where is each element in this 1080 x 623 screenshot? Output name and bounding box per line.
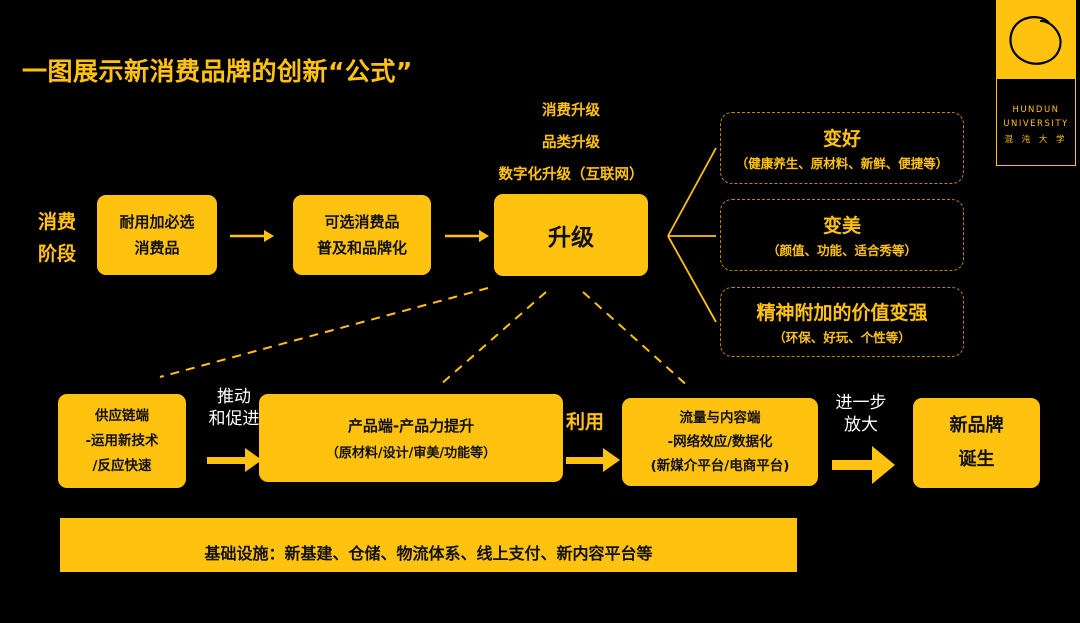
product-title: 产品端-产品力提升 — [347, 417, 475, 435]
upgrade-label-category: 品类升级 — [542, 135, 600, 151]
hundun-logo: HUNDUN UNIVERSITY 混 沌 大 学 — [996, 0, 1076, 166]
outcome-beautiful-title: 变美 — [822, 215, 861, 237]
upgrade-label-digital: 数字化升级（互联网） — [498, 167, 644, 183]
traffic-line1: 流量与内容端 — [679, 410, 761, 426]
push-label: 推动 和促进 — [202, 386, 266, 430]
flow-arrow-3 — [832, 446, 895, 484]
stage-box-optional: 可选消费品 普及和品牌化 — [293, 195, 431, 275]
upgrade-label-consumption: 消费升级 — [542, 103, 600, 119]
stage-label-line2: 阶段 — [38, 243, 77, 265]
stage-box-durable-line2: 消费品 — [134, 239, 180, 257]
use-label: 利用 — [566, 411, 605, 433]
stage-arrow-2 — [445, 230, 489, 242]
further-label-line1: 进一步 — [835, 393, 887, 413]
outcome-better-sub: （健康养生、原材料、新鲜、便捷等） — [735, 156, 949, 171]
infrastructure-text: 基础设施：新基建、仓储、物流体系、线上支付、新内容平台等 — [204, 544, 653, 563]
stage-label: 消费 阶段 — [38, 206, 76, 270]
product-box: 产品端-产品力提升 （原材料/设计/审美/功能等） — [259, 394, 563, 482]
supply-line3: /反应快速 — [92, 457, 152, 474]
stage-box-optional-line1: 可选消费品 — [324, 213, 400, 231]
supply-line2: -运用新技术 — [85, 432, 159, 449]
outcome-box-spiritual: 精神附加的价值变强 （环保、好玩、个性等） — [720, 287, 964, 357]
new-brand-box: 新品牌 诞生 — [913, 398, 1040, 488]
traffic-line3: (新媒介平台/电商平台) — [650, 458, 790, 474]
new-brand-line2: 诞生 — [958, 449, 995, 470]
upgrade-dashed-lines — [159, 287, 691, 389]
new-brand-line1: 新品牌 — [949, 415, 1004, 436]
stage-box-durable-line1: 耐用加必选 — [119, 213, 195, 231]
infrastructure-bar: 基础设施：新基建、仓储、物流体系、线上支付、新内容平台等 — [60, 518, 797, 572]
stage-box-durable: 耐用加必选 消费品 — [97, 195, 217, 275]
supply-line1: 供应链端 — [95, 407, 149, 424]
push-label-line2: 和促进 — [208, 409, 260, 429]
logo-text-line1: HUNDUN — [1012, 105, 1060, 115]
stage-arrow-1 — [230, 230, 274, 242]
outcome-box-better: 变好 （健康养生、原材料、新鲜、便捷等） — [720, 112, 964, 184]
outcome-spiritual-sub: （环保、好玩、个性等） — [773, 330, 911, 345]
logo-text-line3: 混 沌 大 学 — [1004, 135, 1068, 145]
outcome-box-beautiful: 变美 （颜值、功能、适合秀等） — [720, 199, 964, 271]
traffic-line2: -网络效应/数据化 — [667, 434, 773, 450]
traffic-content-box: 流量与内容端 -网络效应/数据化 (新媒介平台/电商平台) — [622, 398, 818, 486]
upgrade-box-label: 升级 — [548, 225, 594, 251]
flow-arrow-1 — [207, 448, 262, 472]
outcome-better-title: 变好 — [822, 128, 861, 150]
outcome-spiritual-title: 精神附加的价值变强 — [756, 302, 928, 324]
product-sub: （原材料/设计/审美/功能等） — [325, 446, 497, 461]
logo-text-line2: UNIVERSITY — [1003, 119, 1069, 129]
push-label-line1: 推动 — [217, 387, 251, 407]
logo-circle-icon — [997, 1, 1075, 79]
upgrade-box: 升级 — [494, 194, 648, 276]
further-label-line2: 放大 — [844, 415, 878, 435]
outcome-beautiful-sub: （颜值、功能、适合秀等） — [766, 243, 917, 258]
further-label: 进一步 放大 — [826, 392, 896, 436]
flow-arrow-2 — [566, 448, 620, 472]
page-title: 一图展示新消费品牌的创新“公式” — [22, 57, 413, 86]
stage-label-line1: 消费 — [38, 211, 77, 233]
stage-box-optional-line2: 普及和品牌化 — [316, 239, 407, 257]
supply-chain-box: 供应链端 -运用新技术 /反应快速 — [58, 394, 186, 488]
outcome-fan-lines — [667, 147, 717, 323]
